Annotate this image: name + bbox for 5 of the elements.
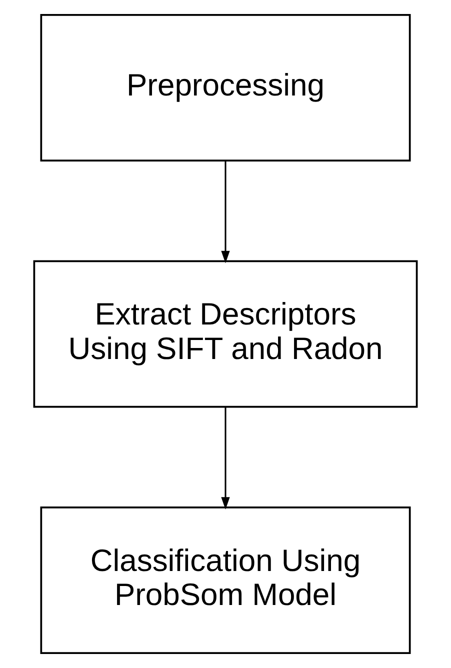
arrow xyxy=(221,160,230,264)
node-box: Preprocessing xyxy=(40,14,411,162)
node-box: Classification Using ProbSom Model xyxy=(40,506,411,654)
arrow xyxy=(221,407,230,510)
node-box: Extract Descriptors Using SIFT and Radon xyxy=(33,260,418,408)
